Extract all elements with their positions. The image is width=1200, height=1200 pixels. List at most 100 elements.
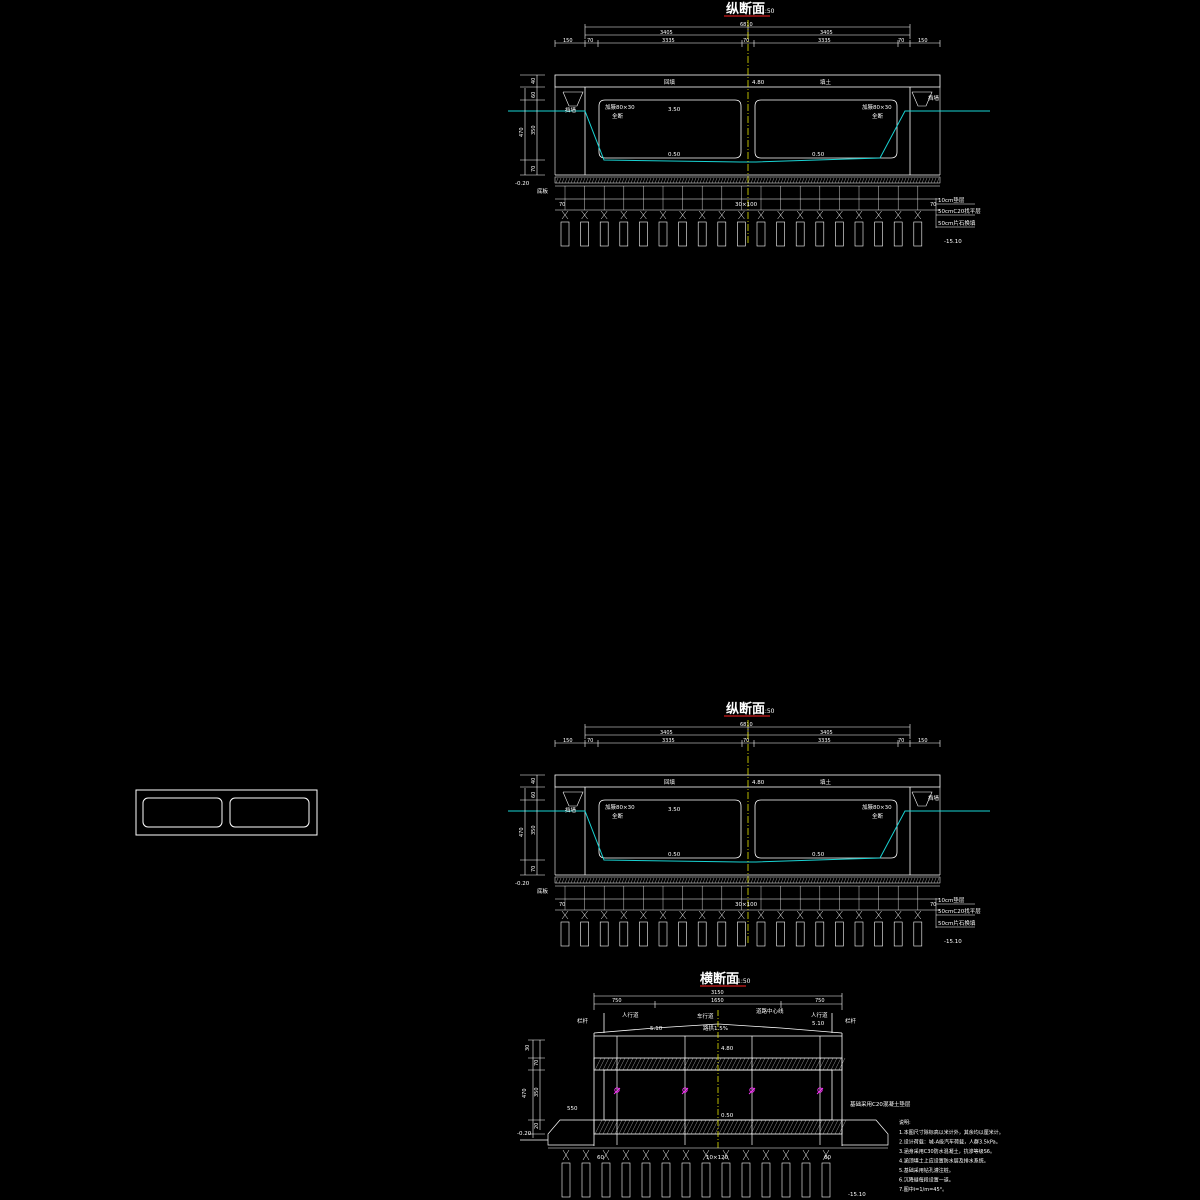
hatch-line bbox=[750, 177, 754, 184]
hatch-line bbox=[822, 177, 826, 184]
pile-cross bbox=[699, 210, 706, 220]
hatch-line bbox=[753, 177, 757, 184]
dim-segment: 70 bbox=[743, 738, 749, 744]
right-wall-label: 挡墙 bbox=[928, 794, 940, 802]
hatch-line bbox=[696, 877, 700, 884]
hatch-line bbox=[714, 877, 718, 884]
hatch-line bbox=[780, 177, 784, 184]
hatch-line bbox=[774, 877, 778, 884]
cross-side-elev: 5.10 bbox=[650, 1026, 663, 1032]
hatch-line bbox=[682, 1057, 690, 1071]
hatch-line bbox=[870, 877, 874, 884]
hatch-line bbox=[678, 177, 682, 184]
long-title: 纵断面 bbox=[726, 701, 765, 717]
pile-cross bbox=[699, 910, 706, 920]
cross-pile-spacing: 10×120 bbox=[706, 1155, 729, 1161]
right-note-2: 全断 bbox=[872, 112, 884, 120]
hatch-line bbox=[705, 877, 709, 884]
left-note-2: 全断 bbox=[612, 812, 624, 820]
pile-cross bbox=[895, 210, 902, 220]
hatch-line bbox=[612, 177, 616, 184]
pile-cross bbox=[777, 910, 784, 920]
hatch-line bbox=[602, 1057, 610, 1071]
cross-left-dim-3: 70 bbox=[534, 1060, 540, 1066]
left-dim-3: 60 bbox=[531, 792, 537, 798]
hatch-line bbox=[646, 1057, 654, 1071]
pile bbox=[913, 921, 923, 947]
pile bbox=[776, 221, 785, 247]
hatch-line bbox=[648, 177, 652, 184]
hatch-line bbox=[702, 877, 706, 884]
hatch-line bbox=[924, 877, 928, 884]
pile bbox=[821, 1162, 831, 1198]
hatch-line bbox=[638, 1119, 647, 1135]
hatch-line bbox=[735, 177, 739, 184]
pile bbox=[601, 1162, 611, 1198]
dim-segment: 150 bbox=[563, 738, 573, 744]
hatch-line bbox=[789, 177, 793, 184]
dim-half-right: 3405 bbox=[820, 730, 833, 736]
hatch-line bbox=[891, 877, 895, 884]
left-dim-1: 470 bbox=[519, 827, 525, 837]
hatch-line bbox=[921, 877, 925, 884]
hatch-line bbox=[900, 177, 904, 184]
hatch-line bbox=[774, 1057, 782, 1071]
cross-left-dim-1: 470 bbox=[522, 1088, 528, 1098]
hatch-line bbox=[606, 1057, 614, 1071]
hatch-line bbox=[594, 877, 598, 884]
hatch-line bbox=[810, 1119, 819, 1135]
pile-cross bbox=[855, 210, 863, 220]
hatch-line bbox=[558, 877, 562, 884]
hatch-line bbox=[762, 1057, 770, 1071]
pile bbox=[893, 221, 903, 247]
bottom-elev-right: 0.50 bbox=[812, 852, 825, 858]
hatch-line bbox=[636, 877, 640, 884]
hatch-line bbox=[813, 177, 817, 184]
hatch-line bbox=[754, 1119, 763, 1135]
hatch-line bbox=[615, 877, 619, 884]
pile bbox=[781, 1162, 791, 1198]
cross-left-rail: 栏杆 bbox=[577, 1017, 589, 1025]
hatch-line bbox=[936, 177, 940, 184]
rebar-mark bbox=[749, 1087, 755, 1093]
cross-left-side-dim: 550 bbox=[567, 1106, 578, 1112]
hatch-line bbox=[770, 1057, 778, 1071]
pile bbox=[913, 221, 923, 247]
hatch-line bbox=[897, 177, 901, 184]
hatch-line bbox=[666, 1057, 674, 1071]
hatch-line bbox=[861, 877, 865, 884]
hatch-line bbox=[798, 1119, 807, 1135]
hatch-line bbox=[718, 1057, 726, 1071]
pile-cross bbox=[659, 910, 667, 920]
pile-cross bbox=[742, 1149, 750, 1161]
pile-cross bbox=[682, 1149, 690, 1161]
pile bbox=[737, 921, 746, 947]
hatch-line bbox=[806, 1119, 815, 1135]
hatch-line bbox=[861, 177, 865, 184]
hatch-line bbox=[927, 177, 931, 184]
pile-cross bbox=[581, 910, 588, 920]
hatch-line bbox=[570, 877, 574, 884]
hatch-line bbox=[638, 1057, 646, 1071]
hatch-line bbox=[597, 177, 601, 184]
pile bbox=[639, 221, 648, 247]
hatch-line bbox=[894, 877, 898, 884]
hatch-line bbox=[626, 1119, 635, 1135]
hatch-line bbox=[658, 1057, 666, 1071]
right-fill-label: 填土 bbox=[820, 78, 832, 86]
hatch-line bbox=[855, 177, 859, 184]
pile bbox=[756, 221, 766, 247]
hatch-line bbox=[591, 877, 595, 884]
pile-cross bbox=[659, 210, 667, 220]
hatch-line bbox=[645, 877, 649, 884]
hatch-line bbox=[654, 877, 658, 884]
pile-cross bbox=[602, 1149, 610, 1161]
hatch-line bbox=[915, 877, 919, 884]
hatch-line bbox=[891, 177, 895, 184]
hatch-line bbox=[646, 1119, 655, 1135]
left-dim-3: 60 bbox=[531, 92, 537, 98]
hatch-line bbox=[626, 1057, 634, 1071]
hatch-line bbox=[650, 1057, 658, 1071]
hatch-line bbox=[795, 177, 799, 184]
hatch-line bbox=[738, 177, 742, 184]
